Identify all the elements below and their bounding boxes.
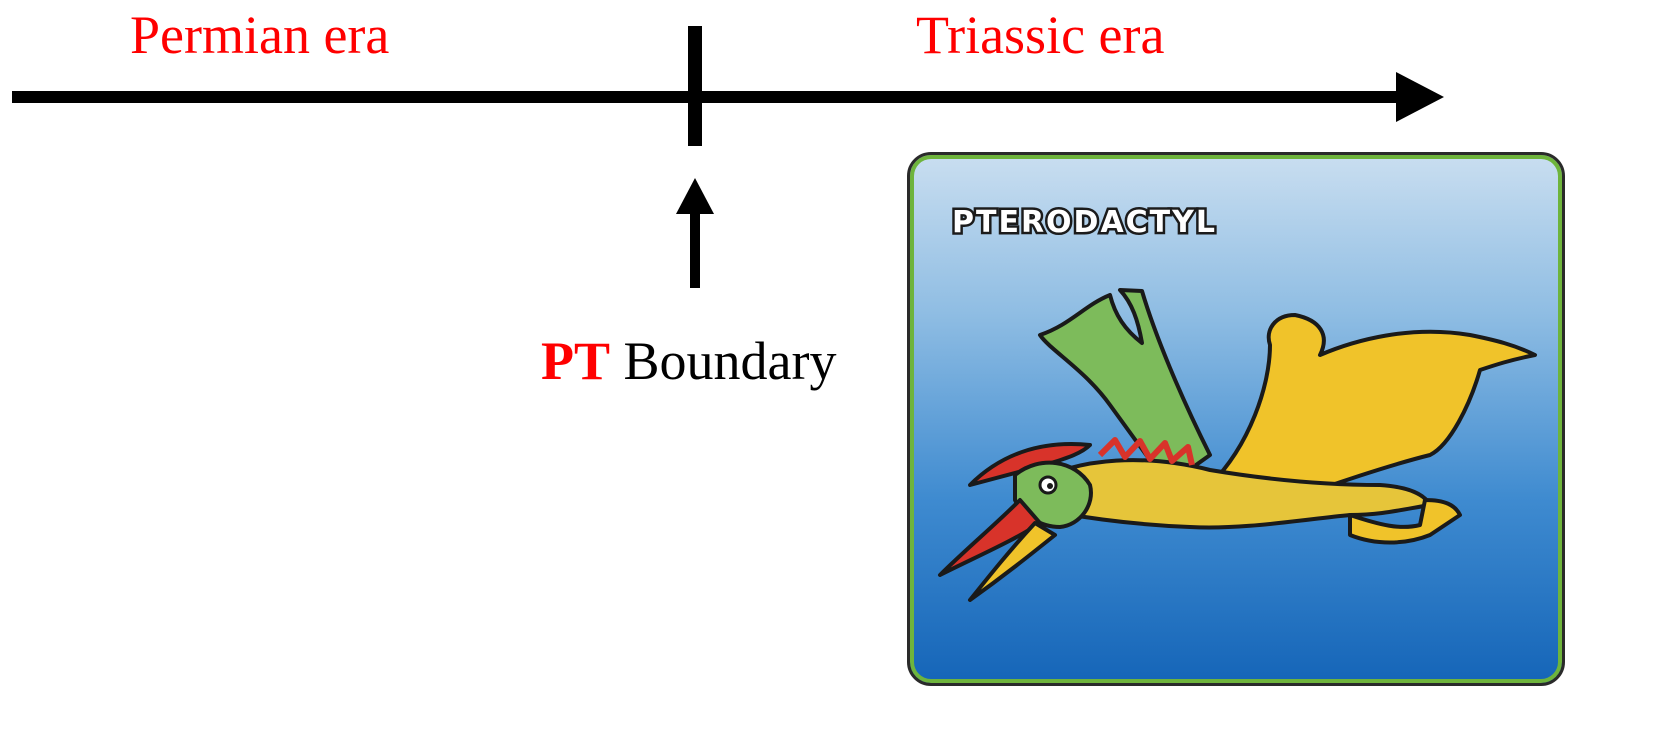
lower-beak	[968, 521, 1057, 602]
card-title: PTERODACTYL	[950, 203, 1218, 243]
legs	[1348, 498, 1462, 545]
triassic-era-label: Triassic era	[916, 5, 1165, 65]
boundary-pointer-arrowhead	[676, 178, 714, 214]
permian-era-label: Permian era	[130, 5, 390, 65]
boundary-word: Boundary	[610, 331, 837, 391]
time-axis-arrowhead	[1396, 72, 1444, 122]
front-wing	[1208, 313, 1537, 502]
pupil	[1047, 483, 1053, 489]
spines	[1097, 437, 1195, 466]
pt-abbreviation: PT	[541, 331, 611, 391]
beak	[938, 498, 1042, 577]
pterodactyl-card: PTERODACTYL	[907, 152, 1565, 686]
pterodactyl-illustration	[938, 288, 1537, 602]
back-wing	[1038, 288, 1212, 487]
pt-boundary-label: PT Boundary	[541, 330, 836, 392]
